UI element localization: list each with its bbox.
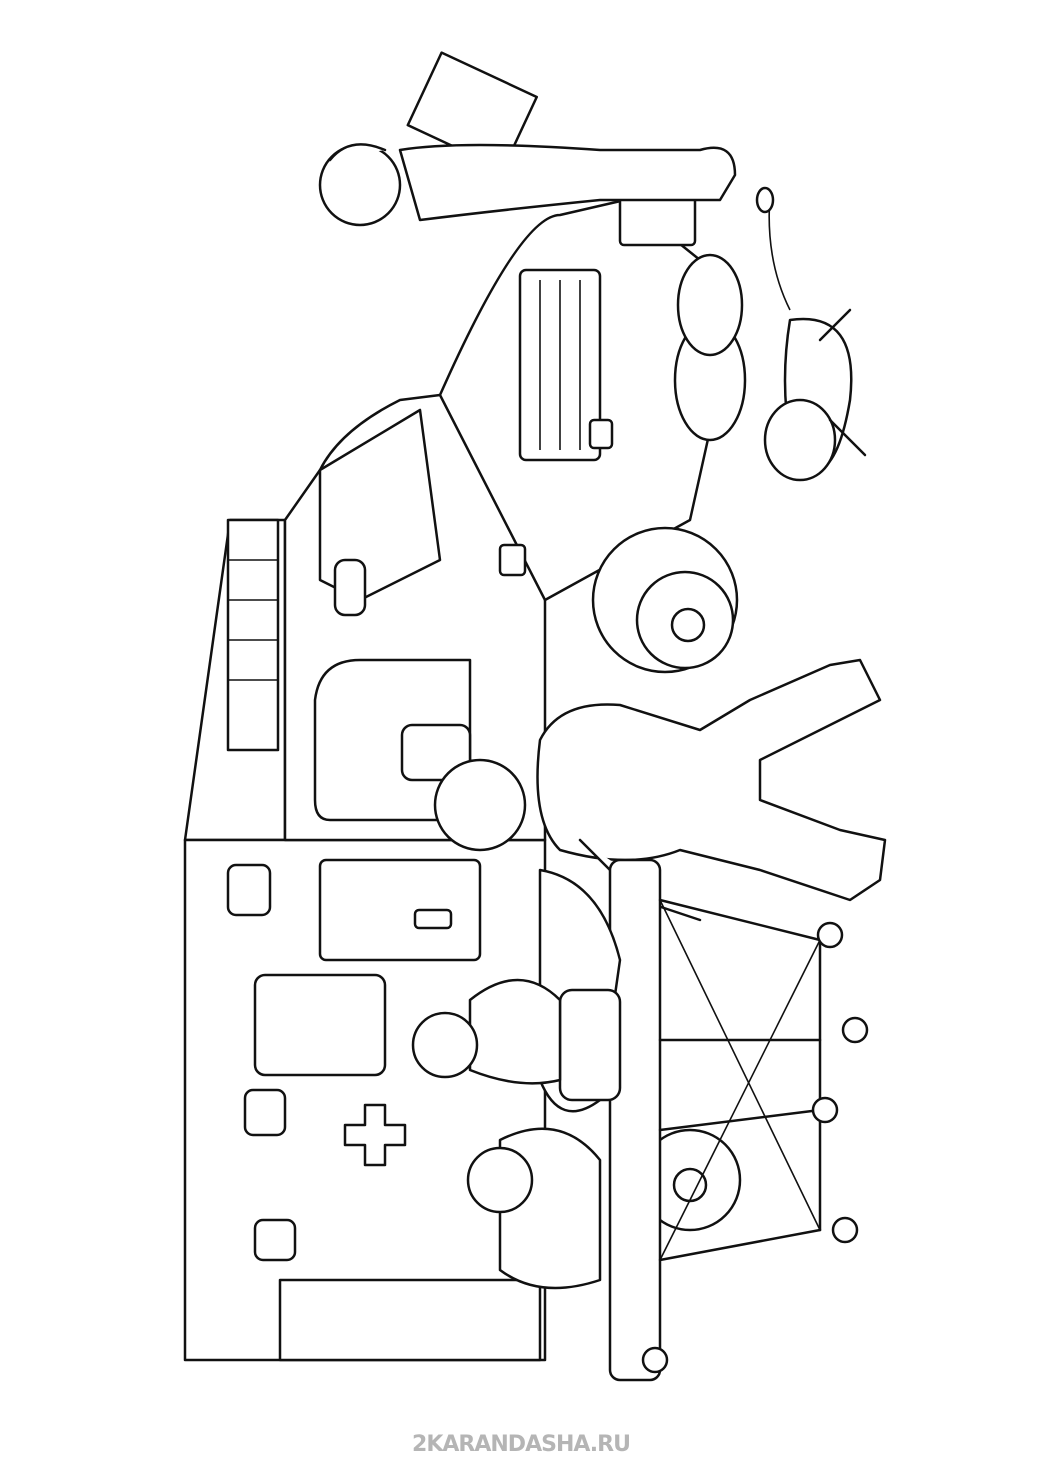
side-door (318, 858, 482, 962)
star-of-life-icon (343, 1103, 407, 1167)
mirror (400, 723, 472, 782)
stretcher (538, 858, 869, 1382)
side-window (253, 973, 387, 1077)
ambulance (183, 188, 747, 1362)
dog-head (763, 398, 837, 482)
pillow (558, 988, 622, 1102)
head (433, 758, 527, 852)
person-with-clipboard (318, 51, 737, 227)
windshield (318, 408, 442, 602)
watermark: 2KARANDASHA.RU (412, 1432, 631, 1457)
paramedics (411, 978, 602, 1290)
rear-view-mirror (333, 558, 367, 617)
light-bar (226, 518, 280, 752)
dog (755, 186, 867, 482)
